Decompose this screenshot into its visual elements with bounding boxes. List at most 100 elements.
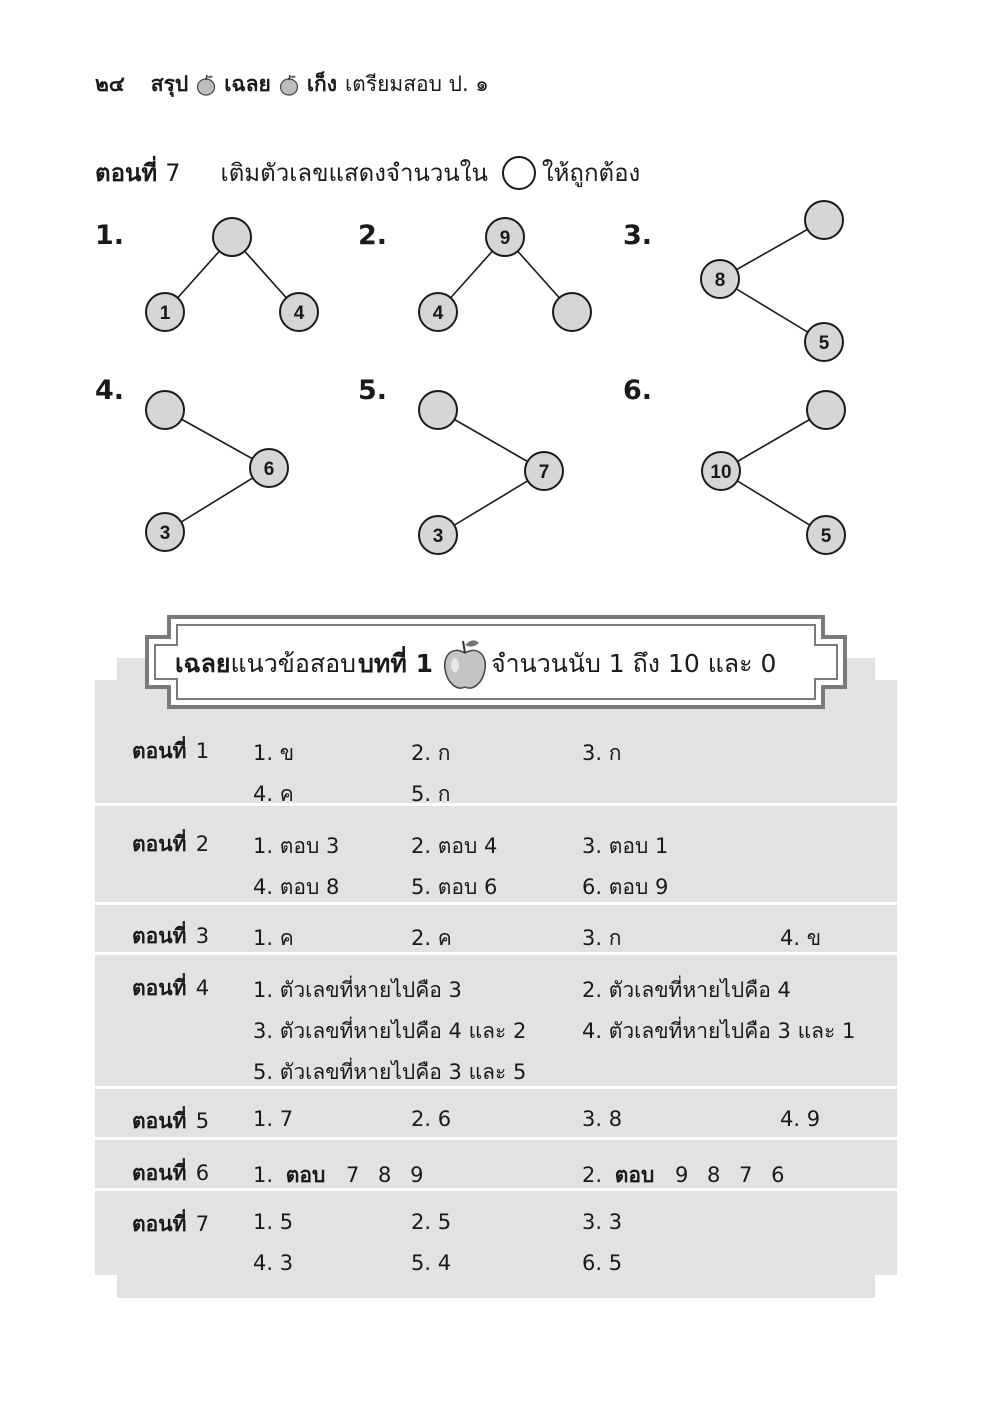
answer-item: 2. 5 — [411, 1210, 452, 1234]
answer-item: 1. ตอบ 7 8 9 — [253, 1163, 430, 1187]
node-value: 3 — [433, 526, 444, 547]
number-circle — [806, 515, 846, 555]
answer-circle — [804, 200, 844, 240]
section-instruction: ตอนที่ 7 เติมตัวเลขแสดงจำนวนใน ให้ถูกต้อ… — [95, 153, 640, 192]
number-bond-diagrams: 1 4 9 4 8 5 6 — [145, 200, 846, 555]
answer-section-label: ตอนที่ 4 — [132, 976, 210, 1000]
number-circle — [418, 515, 458, 555]
answer-item: 2. ตัวเลขที่หายไปคือ 4 — [582, 978, 791, 1002]
answer-item: 1. ค — [253, 926, 294, 950]
title-answer: เฉลย — [175, 649, 231, 678]
title-chapter: บทที่ 1 — [358, 649, 433, 678]
number-circle — [145, 512, 185, 552]
page-header: ๒๔ สรุป เฉลย เก็ง เตรียมสอบ ป. ๑ — [95, 68, 489, 101]
answer-item: 3. ก — [582, 926, 622, 950]
number-circle — [249, 448, 289, 488]
answer-key-title: เฉลย แนวข้อสอบ บทที่ 1 จำนวนนับ 1 ถึง 10… — [175, 640, 777, 689]
number-circle — [701, 451, 741, 491]
series-word-summary: สรุป — [150, 72, 189, 96]
number-circle — [804, 322, 844, 362]
number-circle — [700, 259, 740, 299]
banner-frame — [145, 615, 847, 709]
answer-item: 2. ตอบ 9 8 7 6 — [582, 1163, 791, 1187]
apple-icon — [197, 74, 216, 96]
answer-item: 1. ตัวเลขที่หายไปคือ 3 — [253, 978, 462, 1002]
answer-item: 2. 6 — [411, 1107, 452, 1131]
answer-item: 3. 8 — [582, 1107, 623, 1131]
problem-label: 4. — [95, 375, 125, 406]
page-number: ๒๔ — [95, 72, 125, 96]
number-circle — [145, 292, 185, 332]
circle-icon — [501, 155, 536, 190]
node-value: 8 — [715, 270, 726, 291]
row-divider — [95, 803, 897, 806]
answer-item: 1. 5 — [253, 1210, 294, 1234]
problem-label: 5. — [358, 375, 388, 406]
node-value: 5 — [819, 333, 830, 354]
answer-item: 4. ตอบ 8 — [253, 875, 340, 899]
answer-item: 4. ข — [780, 926, 822, 950]
answer-item: 6. ตอบ 9 — [582, 875, 669, 899]
answer-item: 1. 7 — [253, 1107, 294, 1131]
node-value: 9 — [500, 228, 511, 249]
answer-item: 4. 3 — [253, 1251, 294, 1275]
number-bond-3: 8 5 — [700, 200, 844, 362]
answer-circle — [145, 390, 185, 430]
problem-label: 3. — [623, 220, 653, 251]
row-divider — [95, 1086, 897, 1089]
answer-item: 4. ค — [253, 782, 294, 806]
node-value: 5 — [821, 526, 832, 547]
number-bond-1: 1 4 — [145, 217, 319, 332]
answer-circle — [552, 292, 592, 332]
number-bond-5: 7 3 — [418, 390, 564, 555]
node-value: 7 — [539, 462, 550, 483]
section-number: 7 — [165, 158, 181, 187]
answer-section-label: ตอนที่ 3 — [132, 924, 210, 948]
node-value: 6 — [264, 459, 275, 480]
instruction-text-end: ให้ถูกต้อง — [541, 159, 641, 187]
answer-item: 2. ก — [411, 741, 451, 765]
number-bond-2: 9 4 — [418, 217, 592, 332]
row-divider — [95, 1137, 897, 1140]
series-word-predict: เก็ง — [306, 72, 337, 96]
answer-item: 4. 9 — [780, 1107, 821, 1131]
answer-circle — [418, 390, 458, 430]
answer-item: 5. ตอบ 6 — [411, 875, 498, 899]
node-value: 10 — [710, 462, 731, 483]
answer-circle — [212, 217, 252, 257]
row-divider — [95, 1188, 897, 1191]
number-circle — [524, 451, 564, 491]
node-value: 4 — [433, 303, 444, 324]
series-word-answer: เฉลย — [224, 72, 271, 96]
number-circle — [279, 292, 319, 332]
answer-item: 5. ตัวเลขที่หายไปคือ 3 และ 5 — [253, 1060, 527, 1084]
answer-key-panel — [95, 680, 897, 1275]
book-title: เตรียมสอบ ป. ๑ — [345, 72, 489, 96]
answer-section-label: ตอนที่ 2 — [132, 832, 210, 856]
answer-item: 2. ตอบ 4 — [411, 834, 498, 858]
answer-item: 5. 4 — [411, 1251, 452, 1275]
apple-icon — [443, 640, 487, 689]
section-label: ตอนที่ — [95, 159, 158, 187]
answer-item: 6. 5 — [582, 1251, 623, 1275]
node-value: 1 — [160, 303, 171, 324]
answer-item: 2. ค — [411, 926, 452, 950]
answer-item: 4. ตัวเลขที่หายไปคือ 3 และ 1 — [582, 1019, 856, 1043]
problem-label: 2. — [358, 220, 388, 251]
problem-label: 6. — [623, 375, 653, 406]
row-divider — [95, 952, 897, 955]
apple-icon — [279, 74, 298, 96]
answer-section-label: ตอนที่ 7 — [132, 1212, 210, 1236]
answer-item: 3. 3 — [582, 1210, 623, 1234]
answer-item: 1. ข — [253, 741, 295, 765]
title-topic: จำนวนนับ 1 ถึง 10 และ 0 — [490, 649, 777, 678]
title-exam: แนวข้อสอบ — [230, 649, 357, 678]
node-value: 3 — [160, 523, 171, 544]
answer-item: 3. ตอบ 1 — [582, 834, 669, 858]
number-bond-6: 10 5 — [701, 390, 846, 555]
answer-section-label: ตอนที่ 5 — [132, 1109, 210, 1133]
answer-item: 5. ก — [411, 782, 451, 806]
instruction-text: เติมตัวเลขแสดงจำนวนใน — [220, 159, 488, 187]
answer-section-label: ตอนที่ 6 — [132, 1161, 210, 1185]
answer-item: 1. ตอบ 3 — [253, 834, 340, 858]
